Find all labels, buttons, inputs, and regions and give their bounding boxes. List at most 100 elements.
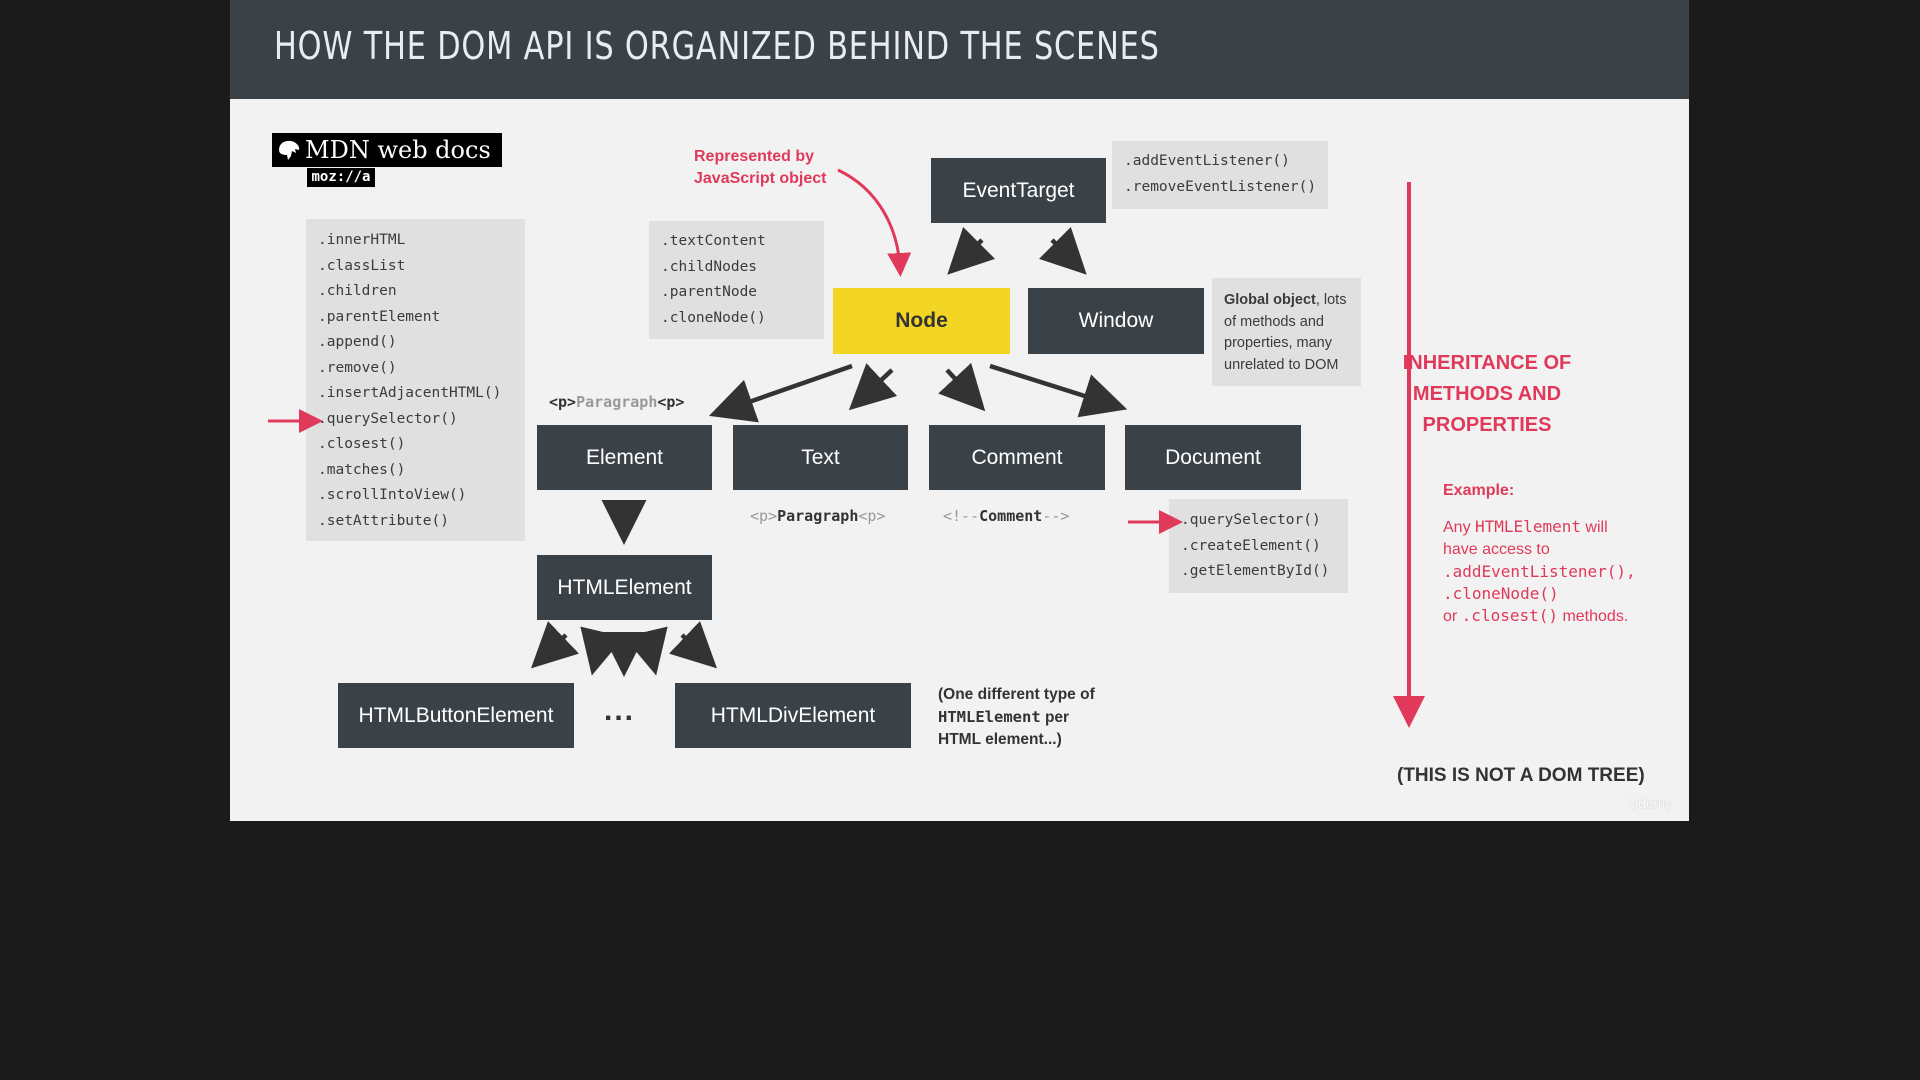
inheritance-example-text: methods. [1558, 608, 1629, 625]
event-target-box: EventTarget [931, 158, 1106, 223]
diagram-arrows [268, 168, 1425, 728]
element-example-close: <p> [657, 393, 685, 411]
document-method-item: .createElement() [1181, 537, 1321, 554]
event-target-method-item: .addEventListener() [1124, 153, 1290, 169]
element-prop-item: .matches() [318, 461, 406, 478]
element-prop-item: .innerHTML [318, 232, 406, 248]
comment-example-close: --> [1042, 507, 1070, 525]
html-element-box: HTMLElement [537, 555, 712, 620]
node-annotation-line: JavaScript object [694, 170, 827, 187]
window-note-panel: Global object, lots of methods and prope… [1212, 278, 1361, 386]
html-element-note-line: (One different type of [938, 686, 1095, 703]
document-method-item: .getElementById() [1181, 563, 1330, 579]
slide-title: How the DOM API is organized behind the … [274, 24, 1160, 68]
element-prop-item: .querySelector() [318, 410, 458, 427]
node-props-panel: .textContent .childNodes .parentNode .clone… [649, 221, 824, 339]
mdn-logo-text: MDN web docs [305, 136, 491, 164]
element-example-content: Paragraph [576, 393, 658, 411]
html-button-element-box: HTMLButtonElement [338, 683, 574, 748]
window-note-bold: Global object [1224, 292, 1316, 308]
node-annotation-line: Represented by [694, 148, 815, 165]
node-annotation: Represented by JavaScript object [694, 146, 827, 190]
arrow-node-comment [938, 362, 986, 412]
mozilla-badge: moz://a [307, 168, 375, 187]
document-methods-panel: .querySelector() .createElement() .getElem… [1169, 499, 1348, 593]
window-note-line: of methods and [1224, 313, 1324, 330]
inheritance-heading-line: METHODS AND [1412, 383, 1562, 405]
element-example: <p>Paragraph<p> [549, 393, 684, 411]
arrow-htmlelement-child [580, 626, 625, 676]
element-props-panel: .innerHTML .classList .children .parentElem… [306, 219, 525, 541]
inheritance-example-text: Any [1443, 519, 1476, 536]
node-prop-item: .textContent [661, 233, 766, 249]
inheritance-example-label: Example: [1443, 482, 1515, 499]
highlight-arrow-group [268, 168, 1425, 728]
event-target-methods-panel: .addEventListener() .removeEventListener(… [1112, 141, 1328, 209]
text-box: Text [733, 425, 908, 490]
element-prop-item: .parentElement [318, 308, 441, 325]
window-note-line: unrelated to DOM [1224, 356, 1339, 373]
node-box: Node [833, 288, 1010, 354]
inheritance-example-code: HTMLElement [1475, 517, 1581, 536]
footer-note: (THIS IS NOT A DOM TREE) [1397, 765, 1645, 786]
inheritance-example-text: will [1580, 519, 1608, 536]
element-prop-item: .remove() [318, 359, 397, 376]
element-prop-item: .closest() [318, 436, 406, 452]
element-prop-item: .scrollIntoView() [318, 487, 467, 503]
inheritance-example-code: .closest() [1461, 606, 1558, 625]
comment-example-content: Comment [979, 507, 1043, 525]
comment-example: <!--Comment--> [943, 507, 1069, 525]
window-box: Window [1028, 288, 1204, 354]
slide: How the DOM API is organized behind the … [230, 0, 1689, 821]
inheritance-example-text: have access to [1443, 541, 1550, 558]
text-example-open: <p> [750, 507, 778, 525]
arrow-eventtarget-node [947, 226, 996, 275]
node-prop-item: .childNodes [661, 258, 758, 275]
event-target-method-item: .removeEventListener() [1124, 178, 1317, 195]
arrow-node-document [989, 363, 1128, 418]
arrow-htmlelement-child [530, 621, 580, 669]
window-note-text: , lots [1315, 292, 1347, 308]
arrow-node-text [848, 363, 898, 411]
element-prop-item: .append() [318, 334, 397, 350]
document-method-item: .querySelector() [1181, 512, 1321, 528]
document-box: Document [1125, 425, 1301, 490]
dino-icon [279, 140, 300, 160]
comment-box: Comment [929, 425, 1105, 490]
element-prop-item: .insertAdjacentHTML() [318, 385, 502, 401]
node-prop-item: .cloneNode() [661, 309, 766, 326]
header-bar: How the DOM API is organized behind the … [230, 0, 1689, 99]
html-div-element-box: HTMLDivElement [675, 683, 911, 748]
inheritance-arrow-group [530, 226, 1128, 677]
ellipsis: ... [604, 694, 636, 727]
mdn-logo: MDN web docs [272, 133, 502, 167]
text-example-close: <p> [858, 507, 886, 525]
inheritance-example: Any HTMLElement will have access to .add… [1443, 516, 1636, 628]
arrow-node-element [709, 363, 853, 423]
arrow-htmlelement-child [668, 621, 718, 669]
text-example: <p>Paragraph<p> [750, 507, 885, 525]
element-prop-item: .setAttribute() [318, 512, 449, 529]
arrow-htmlelement-child [623, 626, 668, 676]
inheritance-example-code: .cloneNode() [1443, 584, 1559, 603]
window-note-line: properties, many [1224, 335, 1332, 351]
arrow-eventtarget-window [1038, 226, 1087, 275]
inheritance-heading-line: INHERITANCE OF [1402, 352, 1572, 374]
element-prop-item: .children [318, 283, 397, 299]
text-example-content: Paragraph [777, 507, 859, 525]
node-prop-item: .parentNode [661, 284, 758, 300]
html-element-note: (One different type of HTMLElement per H… [938, 684, 1095, 751]
element-box: Element [537, 425, 712, 490]
html-element-note-text: per [1040, 709, 1070, 726]
element-example-open: <p> [549, 393, 577, 411]
inheritance-example-text: or [1443, 608, 1462, 625]
element-prop-item: .classList [318, 257, 406, 274]
html-element-note-code: HTMLElement [938, 708, 1041, 726]
udemy-watermark: Udemy [1628, 795, 1673, 811]
inheritance-example-code: .addEventListener(), [1443, 562, 1636, 581]
inheritance-heading: INHERITANCE OF METHODS AND PROPERTIES [1396, 348, 1578, 441]
annotation-arrow-node [837, 168, 912, 277]
comment-example-open: <!-- [943, 507, 980, 525]
inheritance-heading-line: PROPERTIES [1422, 414, 1552, 436]
html-element-note-line: HTML element...) [938, 731, 1062, 748]
